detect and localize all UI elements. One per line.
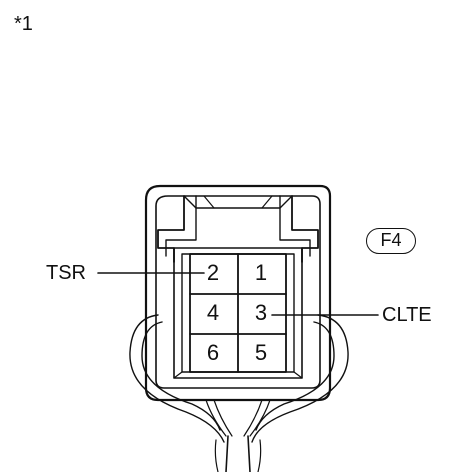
terminal-pin-4: 4 — [206, 300, 220, 325]
note-mark: *1 — [14, 13, 33, 35]
connector-latch-inner-right — [279, 195, 311, 257]
cavity-bevel-bottom-left — [173, 371, 183, 379]
harness-wire-center-mid-left — [213, 399, 233, 437]
harness-bundle-right-edge — [257, 439, 262, 472]
harness-wire-right-inner — [255, 321, 335, 431]
harness-bundle-left — [225, 435, 229, 472]
connector-housing-inner — [155, 195, 321, 389]
harness-bundle-left-edge — [214, 439, 219, 472]
connector-code-badge: F4 — [366, 228, 416, 254]
harness-wire-left-outer — [129, 314, 225, 443]
harness-wire-center-mid-right — [243, 399, 263, 437]
cavity-bevel-bottom-right — [293, 371, 303, 379]
harness-bundle-right — [247, 435, 251, 472]
harness-wire-center-right — [249, 399, 271, 437]
harness-wire-left-inner — [141, 321, 221, 431]
signal-label-tsr: TSR — [46, 262, 86, 284]
signal-label-clte: CLTE — [382, 304, 432, 326]
connector-cavity-outer — [173, 247, 303, 379]
terminal-pin-5: 5 — [254, 340, 268, 365]
harness-wire-right-outer — [251, 314, 349, 443]
connector-latch-bevel-right — [279, 195, 293, 209]
connector-latch-bevel-left — [183, 195, 197, 209]
terminal-pin-3: 3 — [254, 300, 268, 325]
terminal-pin-1: 1 — [254, 260, 268, 285]
connector-latch-outer-right — [291, 195, 319, 263]
terminal-pin-6: 6 — [206, 340, 220, 365]
connector-latch-slot-left — [203, 195, 215, 209]
connector-latch-inner — [165, 195, 197, 257]
harness-wire-center-left — [205, 399, 227, 437]
connector-latch-outer — [157, 195, 185, 263]
connector-latch-slot-right — [261, 195, 273, 209]
terminal-pin-2: 2 — [206, 260, 220, 285]
